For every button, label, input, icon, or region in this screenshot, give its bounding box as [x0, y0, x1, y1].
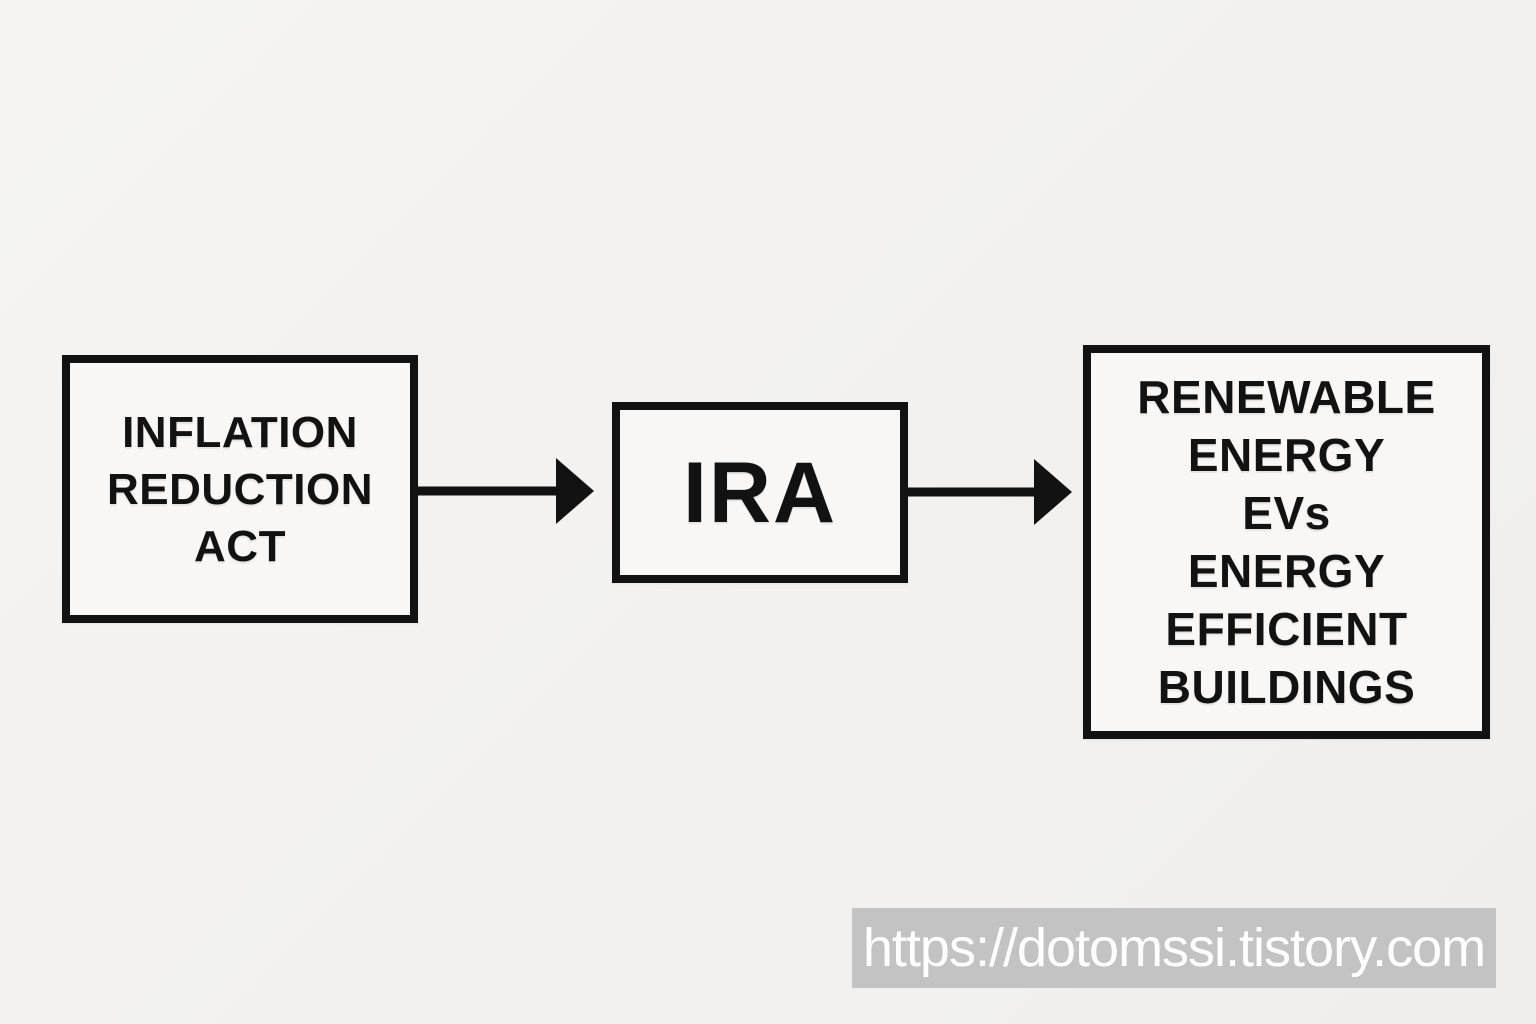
- arrow-act-to-ira: [418, 458, 594, 524]
- node-outcomes-label: RENEWABLE ENERGY EVs ENERGY EFFICIENT BU…: [1137, 371, 1436, 713]
- node-inflation-reduction-act-label: INFLATION REDUCTION ACT: [106, 407, 374, 571]
- arrow-ira-to-outcomes: [906, 459, 1072, 525]
- node-ira: IRA: [612, 402, 908, 583]
- node-inflation-reduction-act: INFLATION REDUCTION ACT: [62, 355, 418, 623]
- watermark-url: https://dotomssi.tistory.com: [862, 918, 1486, 978]
- watermark-bar: https://dotomssi.tistory.com: [852, 908, 1496, 988]
- node-outcomes: RENEWABLE ENERGY EVs ENERGY EFFICIENT BU…: [1083, 345, 1490, 739]
- node-ira-label: IRA: [682, 444, 838, 541]
